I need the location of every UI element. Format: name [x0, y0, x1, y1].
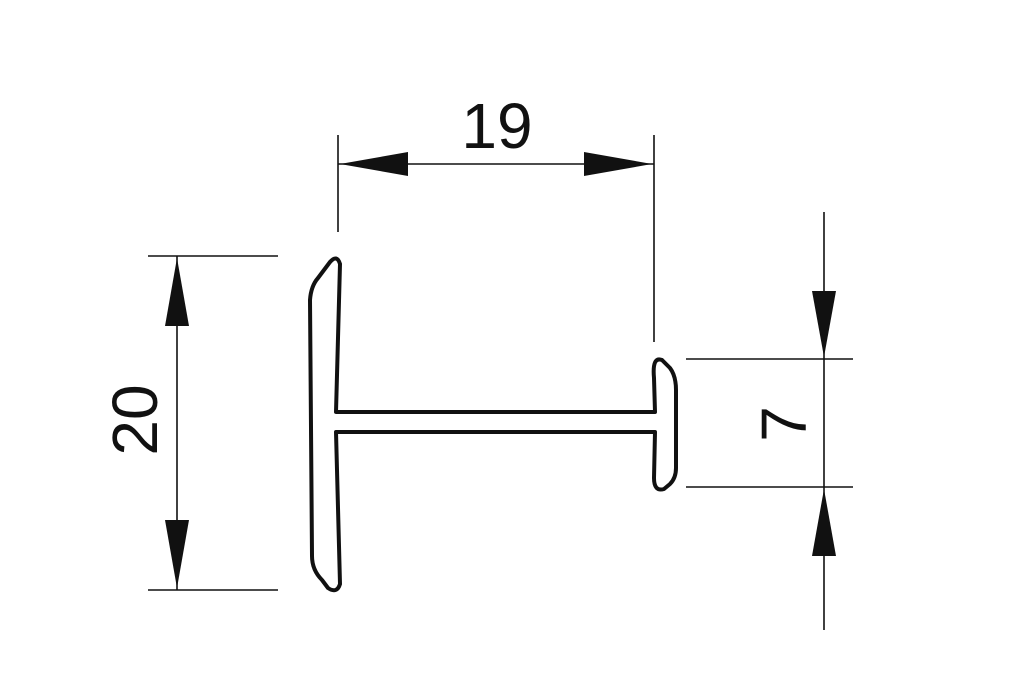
arrow-up	[165, 258, 189, 326]
dimension-width: 19	[337, 90, 655, 342]
arrow-flange-up	[812, 489, 836, 556]
arrow-right	[584, 152, 652, 176]
dimension-label-width: 19	[461, 90, 532, 162]
arrow-flange-down	[812, 291, 836, 357]
dimension-label-height: 20	[99, 384, 171, 455]
arrow-left	[340, 152, 408, 176]
arrow-down	[165, 520, 189, 588]
dimension-label-flange: 7	[748, 406, 820, 442]
profile-outline	[308, 256, 678, 593]
profile-section	[308, 256, 678, 593]
dimension-height: 20	[99, 255, 278, 591]
dimension-flange: 7	[686, 212, 853, 630]
